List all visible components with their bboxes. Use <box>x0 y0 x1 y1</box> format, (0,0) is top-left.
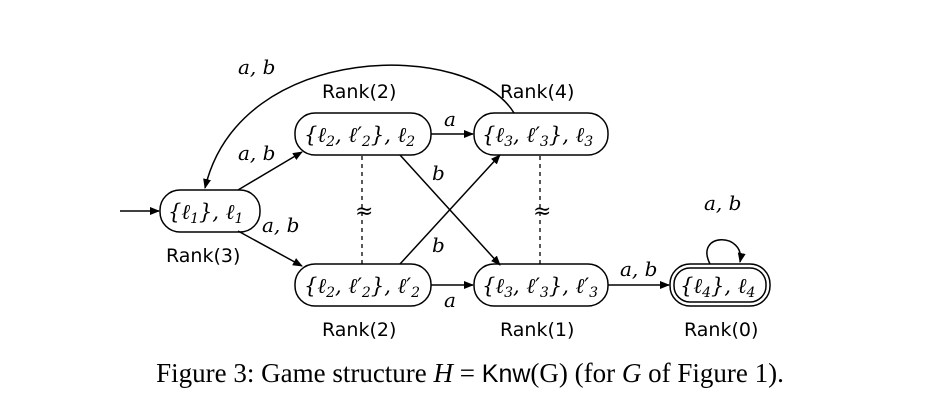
node-l4-accepting: {ℓ4}, ℓ4 <box>669 263 771 307</box>
caption-suffix: of Figure 1). <box>641 358 784 388</box>
edge-label-n5-n6: a, b <box>620 257 657 281</box>
edge-label-n4-n3: b <box>432 233 445 257</box>
node-l3-l3prime-l3: {ℓ3, ℓ′3}, ℓ3 <box>473 112 609 156</box>
svg-text:{ℓ3, ℓ′3}, ℓ3: {ℓ3, ℓ′3}, ℓ3 <box>482 123 593 150</box>
svg-text:{ℓ1}, ℓ1: {ℓ1}, ℓ1 <box>168 200 243 227</box>
figure-caption: Figure 3: Game structure H = Knw(G) (for… <box>0 358 940 389</box>
rank-label-n2: Rank(2) <box>322 81 396 103</box>
svg-text:{ℓ3, ℓ′3}, ℓ′3: {ℓ3, ℓ′3}, ℓ′3 <box>482 274 598 301</box>
caption-knw: Knw <box>481 360 531 388</box>
caption-arg: (G) <box>530 358 568 388</box>
edge-label-n2-n5: b <box>432 161 445 185</box>
edge-label-n1-n4: a, b <box>262 213 299 237</box>
equivalence-symbol-n3-n5: ≈ <box>533 199 551 224</box>
edge-n6-self-loop <box>706 239 746 265</box>
edge-n4-n3 <box>399 154 501 265</box>
edge-label-n3-n1: a, b <box>238 55 275 79</box>
rank-label-n4: Rank(2) <box>322 319 396 341</box>
rank-label-n3: Rank(4) <box>500 81 574 103</box>
rank-label-n5: Rank(1) <box>500 319 574 341</box>
equivalence-symbol-n2-n4: ≈ <box>355 199 373 224</box>
edge-n3-n1 <box>203 64 515 189</box>
rank-label-n1: Rank(3) <box>166 245 240 267</box>
caption-prefix: Figure 3: Game structure <box>156 358 434 388</box>
rank-label-n6: Rank(0) <box>684 319 758 341</box>
edge-n1-n2 <box>237 151 303 191</box>
caption-H: H <box>433 358 454 388</box>
edge-label-n2-n3: a <box>444 107 456 131</box>
caption-equals: = <box>453 358 482 388</box>
node-l2-l2prime-l2: {ℓ2, ℓ′2}, ℓ2 <box>294 112 432 156</box>
caption-mid: (for <box>567 358 622 388</box>
node-l3-l3prime-l3prime: {ℓ3, ℓ′3}, ℓ′3 <box>473 263 609 307</box>
svg-text:{ℓ2, ℓ′2}, ℓ′2: {ℓ2, ℓ′2}, ℓ′2 <box>304 274 420 301</box>
edge-n1-n4 <box>237 230 303 267</box>
svg-text:{ℓ2, ℓ′2}, ℓ2: {ℓ2, ℓ′2}, ℓ2 <box>304 123 415 150</box>
node-l2-l2prime-l2prime: {ℓ2, ℓ′2}, ℓ′2 <box>294 263 432 307</box>
edge-label-n4-n5: a <box>444 288 456 312</box>
edge-label-n1-n2: a, b <box>238 141 275 165</box>
caption-G: G <box>621 358 642 388</box>
svg-text:{ℓ4}, ℓ4: {ℓ4}, ℓ4 <box>680 274 755 301</box>
edge-label-n6-self-loop: a, b <box>704 191 741 215</box>
node-l1: {ℓ1}, ℓ1 <box>159 189 261 233</box>
